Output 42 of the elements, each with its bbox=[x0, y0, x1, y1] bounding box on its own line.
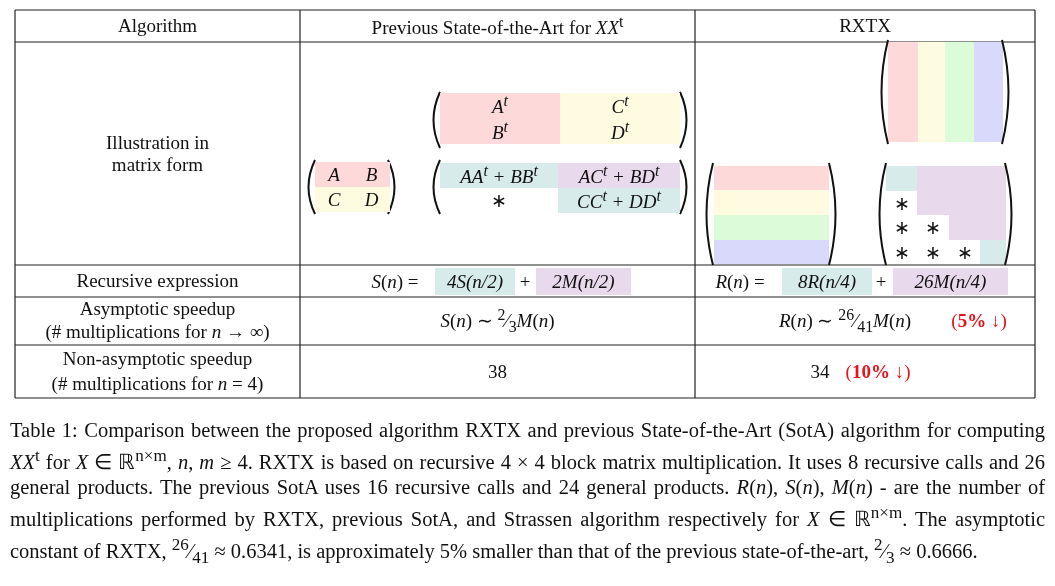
column-header: Previous State-of-the-Art for XX$^{t}$ bbox=[370, 11, 625, 41]
matrix-entry: A$^{t}$ bbox=[440, 93, 560, 118]
formula-term: + bbox=[518, 269, 532, 294]
column-header: Algorithm bbox=[116, 14, 199, 38]
matrix-entry: ∗ bbox=[955, 240, 974, 264]
formula-term: R(n) = bbox=[714, 269, 766, 294]
matrix-entry: A bbox=[315, 162, 353, 187]
column-header: RXTX bbox=[838, 14, 892, 38]
formula-term: 26M(n/4) bbox=[893, 268, 1008, 295]
row-header: (# multiplications for n → ∞) bbox=[44, 320, 271, 344]
matrix-entry: ∗ bbox=[892, 192, 911, 216]
formula-term: + bbox=[874, 269, 888, 294]
formula-term: 4S(n/2) bbox=[435, 268, 515, 295]
matrix-entry: CC$^{t}$ + DD$^{t}$ bbox=[558, 188, 680, 213]
table-cell-text: 38 bbox=[487, 359, 508, 384]
matrix-entry: B bbox=[353, 162, 390, 187]
table-cell-text: R(n) ∼ $^{26}$⁄$_{41}$M(n) bbox=[777, 304, 913, 338]
formula-term: S(n) = bbox=[370, 269, 420, 294]
matrix-entry: ∗ bbox=[924, 216, 942, 240]
table-cell-text: 34 bbox=[809, 359, 831, 384]
matrix-entry: AA$^{t}$ + BB$^{t}$ bbox=[440, 163, 558, 188]
row-header: Non-asymptotic speedup bbox=[61, 347, 254, 371]
formula-term: 2M(n/2) bbox=[536, 268, 631, 295]
matrix-entry: ∗ bbox=[892, 216, 911, 240]
formula-term: 8R(n/4) bbox=[782, 268, 872, 295]
row-header: Asymptotic speedup bbox=[78, 298, 237, 320]
table-cell-text: S(n) ∼ $^{2}$⁄$_{3}$M(n) bbox=[439, 304, 556, 338]
row-header: Illustration in matrix form bbox=[105, 130, 210, 177]
matrix-entry: AC$^{t}$ + BD$^{t}$ bbox=[558, 163, 680, 188]
matrix-entry: D$^{t}$ bbox=[560, 118, 680, 144]
matrix-entry: D bbox=[353, 187, 390, 212]
matrix-entry: C$^{t}$ bbox=[560, 93, 680, 118]
table-caption: Table 1: Comparison between the proposed algorithm RXTX and previous State-of-the-Art (SotA) algorithm for computing XX$^{t}$ for X ∈ ℝ$^{n×m}$, n, m ≥ 4. RXTX is based on recursive 4 × 4 block matrix multiplication. It uses 8 recursive calls and 26 general products. The previous SotA uses 16 recursive calls and 24 general products. R(n), S(n), M(n) - are the number of multiplications performed by RXTX, previous SotA, and Strassen algorithm respectively for X ∈ ℝ$^{n×m}$. The asymptotic constant of RXTX, $^{26}$⁄$_{41}$ ≈ 0.6341, is approximately 5% smaller than that of the previous state-of-the-art, $^{2}$⁄$_{3}$ ≈ 0.6666. bbox=[10, 418, 1045, 569]
percentage-note: (10% ↓) bbox=[844, 359, 912, 384]
matrix-entry: C bbox=[315, 187, 353, 212]
matrix-entry: B$^{t}$ bbox=[440, 118, 560, 144]
matrix-entry: ∗ bbox=[892, 240, 911, 264]
row-header: (# multiplications for n = 4) bbox=[50, 371, 265, 396]
matrix-entry: ∗ bbox=[490, 189, 508, 213]
percentage-note: (5% ↓) bbox=[950, 309, 1008, 333]
matrix-entry: ∗ bbox=[924, 240, 942, 264]
row-header: Recursive expression bbox=[75, 269, 240, 293]
